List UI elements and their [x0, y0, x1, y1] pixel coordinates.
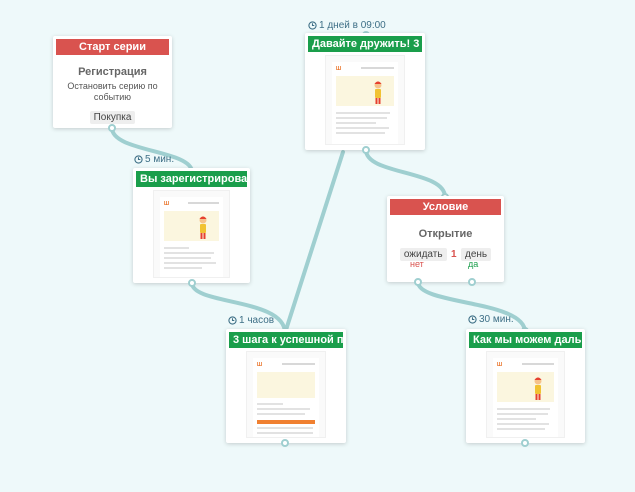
stop-event-tag[interactable]: Покупка	[89, 111, 136, 124]
wire-step2-to-step3	[283, 150, 345, 335]
wire-condition-to-step4	[416, 280, 527, 334]
start-stop-subtitle: Остановить серию по событию	[67, 81, 158, 102]
step3-delay-text: 1 дней в 09:00	[319, 20, 386, 31]
email-header-lets-be-friends: Давайте дружить! 3 ...	[308, 36, 422, 52]
step1-delay-text: 5 мин.	[145, 154, 175, 165]
step1-delay-label: 5 мин.	[134, 154, 174, 165]
condition-wait-row: ожидать 1 день	[387, 244, 504, 262]
step1-output-port[interactable]	[188, 279, 196, 287]
clock-icon	[228, 316, 237, 325]
email-header-how-can-we: Как мы можем даль...	[469, 332, 582, 348]
wait-label: ожидать	[399, 248, 447, 261]
step2-delay-text: 1 часов	[239, 315, 275, 326]
email-header-three-steps: 3 шага к успешной п...	[229, 332, 343, 348]
step4-output-port[interactable]	[521, 439, 529, 447]
girl-illustration	[374, 81, 382, 104]
condition-card[interactable]: Условие Открытие ожидать 1 день нет да	[387, 196, 504, 282]
email-card-how-can-we[interactable]: Как мы можем даль... Ш	[466, 329, 585, 443]
start-series-card[interactable]: Старт серии Регистрация Остановить серию…	[53, 36, 172, 128]
email-card-registered[interactable]: Вы зарегистрировал... Ш	[133, 168, 250, 283]
step3-output-port[interactable]	[362, 146, 370, 154]
wire-step1-to-step2	[190, 281, 287, 335]
email-preview-thumbnail: Ш	[325, 55, 405, 145]
step4-delay-text: 30 мин.	[479, 314, 514, 325]
condition-no-port[interactable]	[414, 278, 422, 286]
wire-step3-to-condition	[364, 148, 447, 199]
email-card-lets-be-friends[interactable]: Давайте дружить! 3 ... Ш	[305, 33, 425, 150]
email-header-registered: Вы зарегистрировал...	[136, 171, 247, 187]
start-event-title: Регистрация	[78, 66, 147, 78]
girl-illustration	[199, 216, 207, 239]
condition-title: Открытие	[418, 228, 473, 240]
wire-start-to-step1	[110, 126, 194, 174]
email-preview-thumbnail: Ш	[153, 190, 230, 278]
step3-delay-label: 1 дней в 09:00	[308, 20, 386, 31]
clock-icon	[308, 21, 317, 30]
wait-value[interactable]: 1	[451, 249, 457, 260]
girl-illustration	[534, 377, 542, 400]
clock-icon	[134, 155, 143, 164]
email-preview-thumbnail: Ш	[246, 351, 326, 438]
start-series-header: Старт серии	[56, 39, 169, 55]
branch-yes-label: да	[468, 259, 479, 269]
step2-delay-label: 1 часов	[228, 315, 274, 326]
email-card-three-steps[interactable]: 3 шага к успешной п... Ш	[226, 329, 346, 443]
wait-unit-select[interactable]: день	[461, 248, 492, 261]
branch-no-label: нет	[410, 259, 424, 269]
step4-delay-label: 30 мин.	[468, 314, 514, 325]
condition-header: Условие	[390, 199, 501, 215]
step2-output-port[interactable]	[281, 439, 289, 447]
clock-icon	[468, 315, 477, 324]
start-output-port[interactable]	[108, 124, 116, 132]
email-preview-thumbnail: Ш	[486, 351, 565, 438]
condition-yes-port[interactable]	[468, 278, 476, 286]
